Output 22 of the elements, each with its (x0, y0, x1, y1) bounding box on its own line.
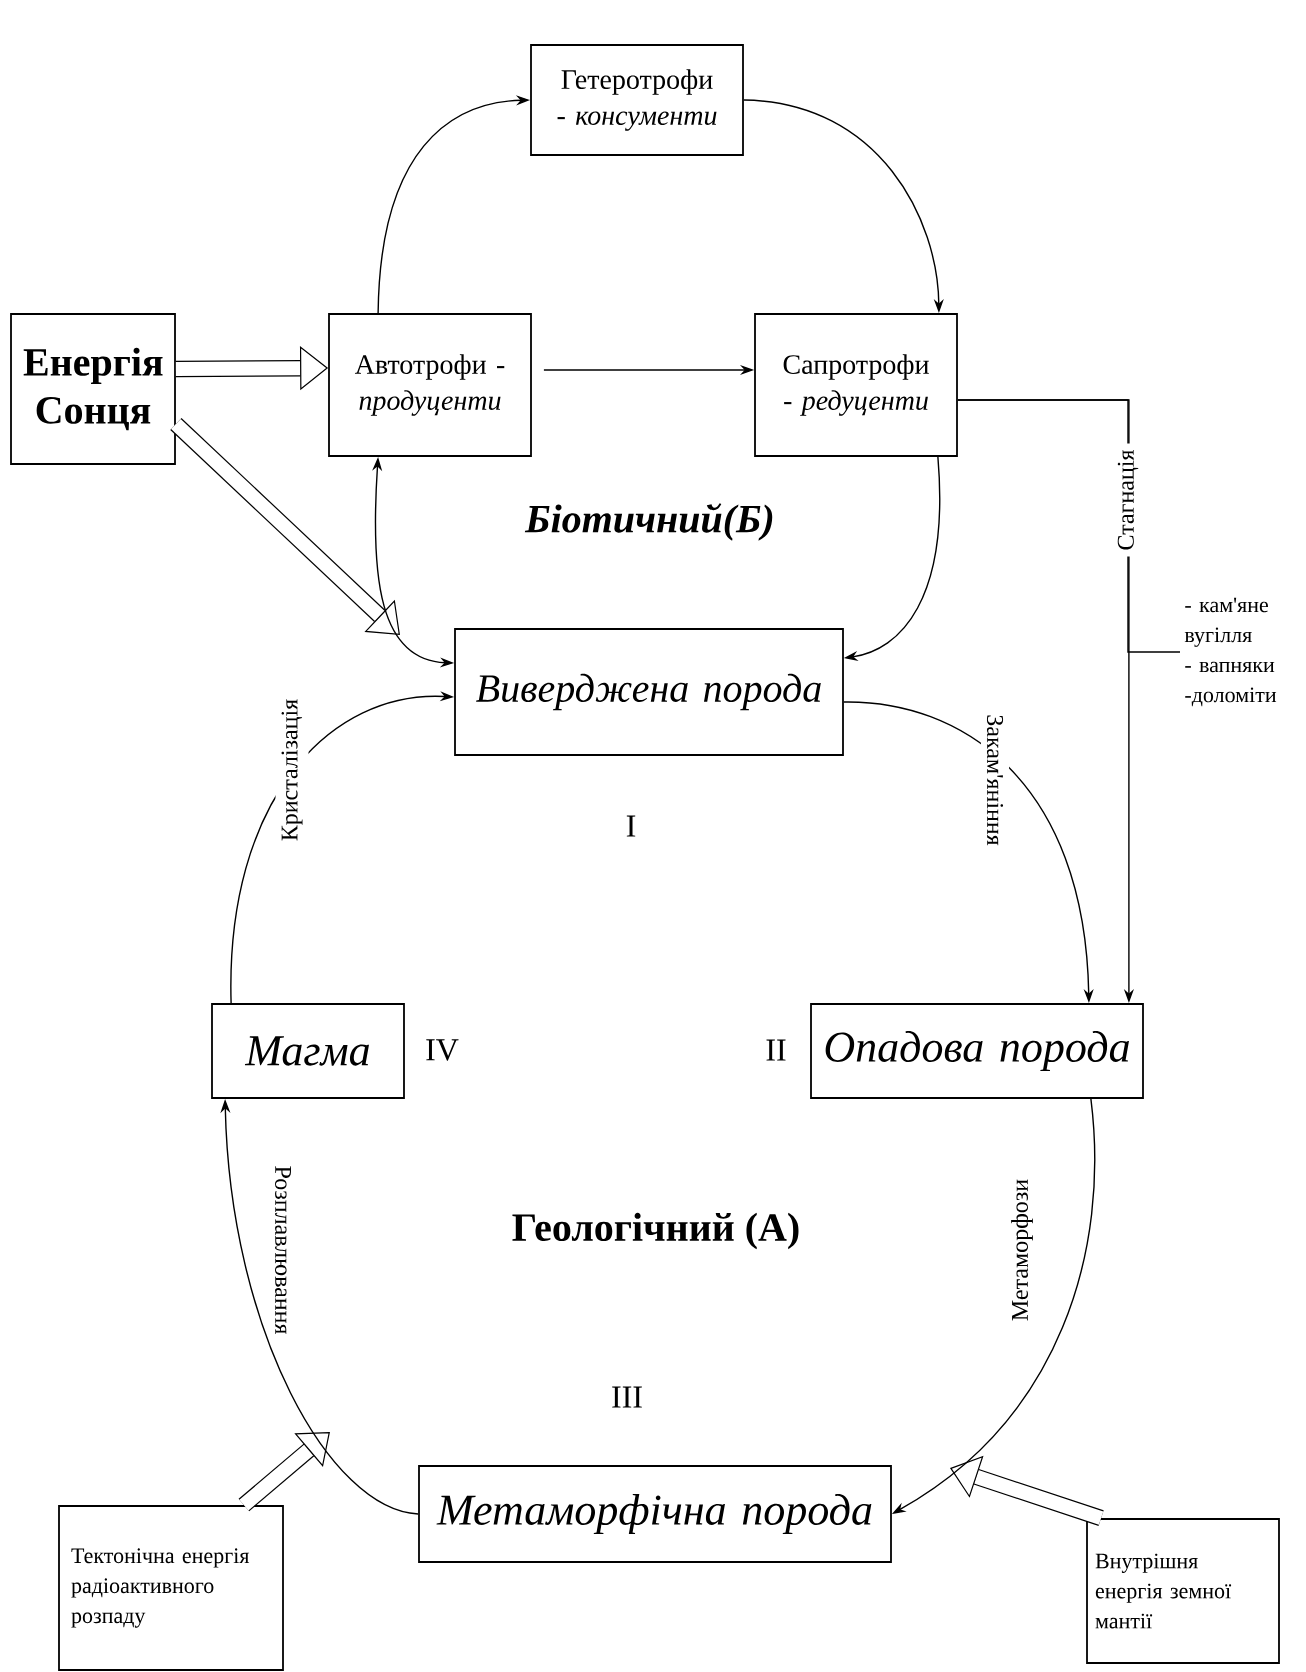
text-box: Виверджена порода (454, 628, 844, 756)
label: Біотичний(Б) (524, 503, 773, 541)
text-box: Сапротрофи - редуценти (754, 313, 958, 457)
edge-label: Стагнація (1111, 443, 1145, 557)
edge-label: Закам'яніння (980, 708, 1010, 852)
label: I (626, 815, 636, 837)
edge-label: Розплавлювання (269, 1159, 297, 1341)
text-box: Гетеротрофи - консументи (530, 44, 744, 156)
text-box: Тектонічна енергія радіоактивного розпаду (58, 1505, 284, 1671)
text-box: Метаморфічна порода (418, 1465, 892, 1563)
text-box: Опадова порода (810, 1003, 1144, 1099)
block-arrow (238, 1432, 330, 1512)
label: III (612, 1386, 642, 1408)
edge-label: Кристалізація (275, 692, 309, 848)
label: Геологічний (А) (512, 1212, 799, 1250)
text-box: Внутрішня енергія земної мантії (1086, 1518, 1280, 1664)
text-list: - кам'яне вугілля - вапняки -доломіти (1184, 597, 1277, 707)
text-box: Магма (211, 1003, 405, 1099)
text-box: Енергія Сонця (10, 313, 176, 465)
text-box: Автотрофи - продуценти (328, 313, 532, 457)
edge-label: Метаморфози (1005, 1172, 1039, 1328)
block-arrow (170, 418, 400, 635)
